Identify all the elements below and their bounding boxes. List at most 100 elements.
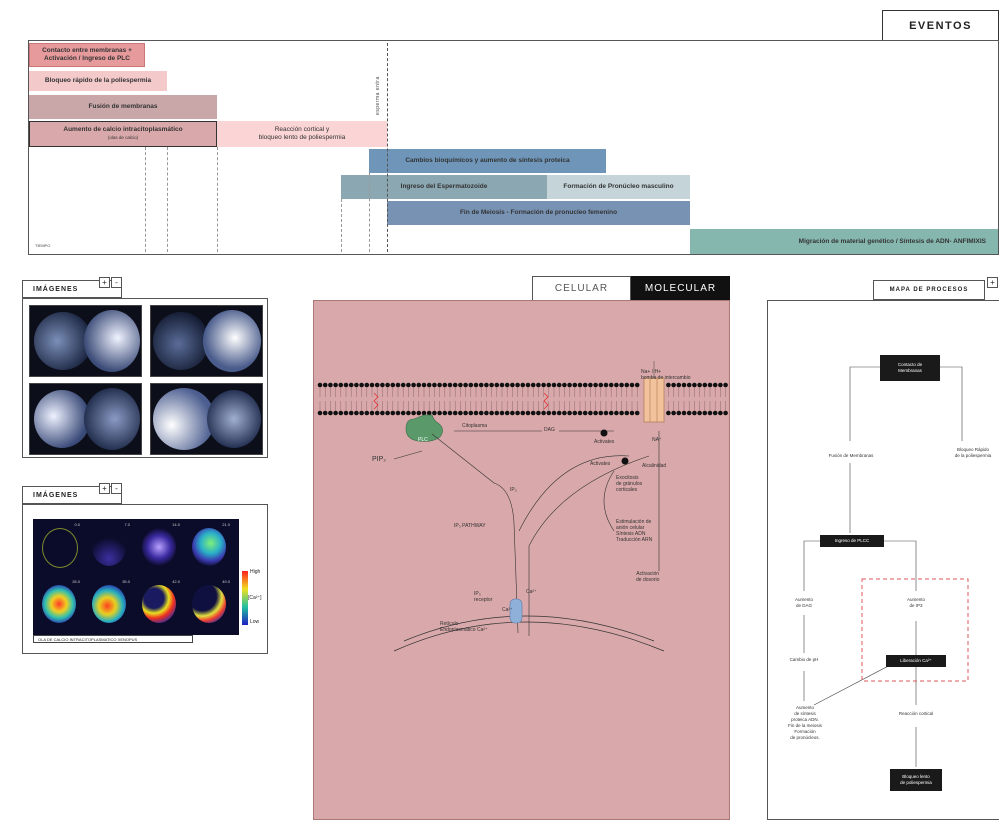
micrograph-3[interactable] bbox=[29, 383, 142, 455]
lipid-head bbox=[380, 382, 385, 388]
lipid-head bbox=[582, 382, 588, 388]
lipid-head bbox=[556, 410, 562, 416]
event-cambios-bioquimicos[interactable]: Cambios bioquímicos y aumento de síntesi… bbox=[369, 149, 606, 173]
lipid-head bbox=[463, 410, 468, 416]
zoom-in-button[interactable]: + bbox=[987, 277, 998, 288]
node-reaccion-cortical[interactable]: Reacción cortical bbox=[898, 711, 934, 716]
lipid-head bbox=[671, 410, 676, 416]
event-fin-meiosis[interactable]: Fin de Meiosis - Formación de pronucleo … bbox=[387, 201, 690, 225]
lipid-head bbox=[463, 382, 468, 388]
zoom-out-button[interactable]: - bbox=[111, 277, 122, 288]
lipid-head bbox=[458, 382, 463, 388]
lipid-head bbox=[598, 382, 604, 388]
lipid-head bbox=[671, 382, 676, 388]
lipid-head bbox=[614, 410, 619, 416]
process-map-connectors bbox=[803, 366, 969, 767]
label-reticulo: Retículo Endoplasmático Ca²⁺ bbox=[440, 621, 488, 633]
lipid-head bbox=[608, 382, 614, 388]
lipid-head bbox=[328, 382, 333, 388]
label-pip2: PIP₂ bbox=[372, 456, 386, 463]
node-bloqueo-lento[interactable]: Bloqueo lento de poliespermia bbox=[890, 769, 942, 791]
event-aumento-calcio[interactable]: Aumento de calcio intracitoplasmático (o… bbox=[29, 121, 217, 147]
tab-eventos[interactable]: EVENTOS bbox=[882, 10, 999, 40]
tab-molecular[interactable]: MOLECULAR bbox=[631, 276, 730, 300]
label-ca: Ca²⁺ bbox=[502, 607, 513, 613]
node-fusion-membranas[interactable]: Fusión de Membranas bbox=[828, 453, 874, 458]
event-contacto[interactable]: Contacto entre membranas + Activación / … bbox=[29, 43, 145, 67]
zoom-out-button[interactable]: - bbox=[111, 483, 122, 494]
lipid-head bbox=[437, 382, 442, 388]
tab-celular[interactable]: CELULAR bbox=[532, 276, 631, 300]
node-ingreso-plc[interactable]: Ingreso de PLCC bbox=[820, 535, 884, 547]
lipid-head bbox=[416, 410, 422, 416]
frame-8: 49.0 bbox=[186, 579, 232, 629]
lipid-head bbox=[515, 382, 520, 388]
lipid-head bbox=[473, 382, 479, 388]
event-pronucleo-masculino[interactable]: Formación de Pronúcleo masculino bbox=[547, 175, 690, 199]
node-aumento-dag[interactable]: Aumento de DAG bbox=[794, 597, 813, 608]
lipid-head bbox=[504, 410, 510, 416]
event-fusion-membranas[interactable]: Fusión de membranas bbox=[29, 95, 217, 119]
lipid-head bbox=[692, 382, 697, 388]
frame-2: 7.0 bbox=[86, 522, 132, 572]
sperm-entry-marker bbox=[387, 43, 388, 252]
lipid-head bbox=[484, 410, 489, 416]
event-label: Fin de Meiosis - Formación de pronucleo … bbox=[459, 209, 618, 216]
lipid-head bbox=[442, 410, 448, 416]
event-label: Migración de material genético / Síntesi… bbox=[798, 237, 986, 245]
lipid-head bbox=[676, 382, 682, 388]
node-contacto-membranas[interactable]: Contacto de Membranas bbox=[880, 355, 940, 381]
label-activates: Activates bbox=[594, 439, 615, 445]
lipid-head bbox=[551, 382, 557, 388]
calcium-wave-sequence[interactable]: 0.0 7.0 14.0 21.0 28.0 35.0 42.0 49.0 bbox=[33, 519, 239, 635]
lipid-head bbox=[702, 410, 708, 416]
zoom-in-button[interactable]: + bbox=[99, 483, 110, 494]
lipid-head bbox=[364, 382, 370, 388]
lipid-head bbox=[338, 410, 344, 416]
lipid-head bbox=[369, 410, 375, 416]
node-aumento-sintesis[interactable]: Aumento de síntesis proteica ADN. Fin de… bbox=[788, 705, 822, 740]
lipid-head bbox=[686, 410, 692, 416]
lipid-head bbox=[546, 382, 552, 388]
lipid-head bbox=[541, 410, 546, 416]
lipid-head bbox=[421, 410, 427, 416]
plasma-membrane bbox=[317, 382, 728, 416]
event-reaccion-cortical[interactable]: Reacción cortical y bloqueo lento de pol… bbox=[217, 121, 387, 147]
node-bloqueo-rapido[interactable]: Bloqueo Rápido de la poliespermia bbox=[954, 447, 992, 458]
lipid-head bbox=[603, 382, 609, 388]
node-liberacion-calcio[interactable]: Liberación Ca²⁺ bbox=[886, 655, 946, 667]
event-label: Cambios bioquímicos y aumento de síntesi… bbox=[405, 157, 570, 164]
micrograph-2[interactable] bbox=[150, 305, 263, 377]
label-ip3: IP₃ bbox=[510, 487, 517, 493]
lipid-head bbox=[478, 410, 484, 416]
event-label: Formación de Pronúcleo masculino bbox=[563, 183, 674, 190]
lipid-head bbox=[624, 382, 630, 388]
lipid-head bbox=[624, 410, 630, 416]
lipid-head bbox=[364, 410, 370, 416]
event-migracion[interactable]: Migración de material genético / Síntesi… bbox=[690, 229, 998, 254]
time-marker bbox=[145, 147, 146, 252]
lipid-head bbox=[400, 382, 406, 388]
event-ingreso-espermatozoide[interactable]: Ingreso del Espermatozoide bbox=[341, 175, 547, 199]
node-cambio-ph[interactable]: Cambio de pH bbox=[789, 657, 819, 662]
process-map-header: MAPA DE PROCESOS bbox=[873, 280, 985, 300]
lipid-head bbox=[354, 410, 359, 416]
label-na: NA⁺ bbox=[652, 437, 662, 443]
lipid-head bbox=[354, 382, 359, 388]
zoom-in-button[interactable]: + bbox=[99, 277, 110, 288]
lipid-head bbox=[406, 382, 411, 388]
lipid-head bbox=[411, 382, 416, 388]
micrograph-4[interactable] bbox=[150, 383, 263, 455]
micrograph-1[interactable] bbox=[29, 305, 142, 377]
lipid-head bbox=[411, 410, 416, 416]
images-panel-2: 0.0 7.0 14.0 21.0 28.0 35.0 42.0 49.0 Hi… bbox=[22, 504, 268, 654]
lipid-head bbox=[348, 382, 354, 388]
node-aumento-ip3[interactable]: Aumento de IP3 bbox=[906, 597, 925, 608]
lipid-head bbox=[530, 410, 536, 416]
lipid-head bbox=[551, 410, 557, 416]
activator-dot bbox=[600, 429, 608, 437]
event-bloqueo-rapido[interactable]: Bloqueo rápido de la poliespermia bbox=[29, 71, 167, 91]
label-exocitosis: Exocitosis de gránulos corticales bbox=[616, 475, 643, 493]
lipid-head bbox=[718, 410, 723, 416]
images-panel-title: IMÁGENES bbox=[33, 285, 79, 293]
